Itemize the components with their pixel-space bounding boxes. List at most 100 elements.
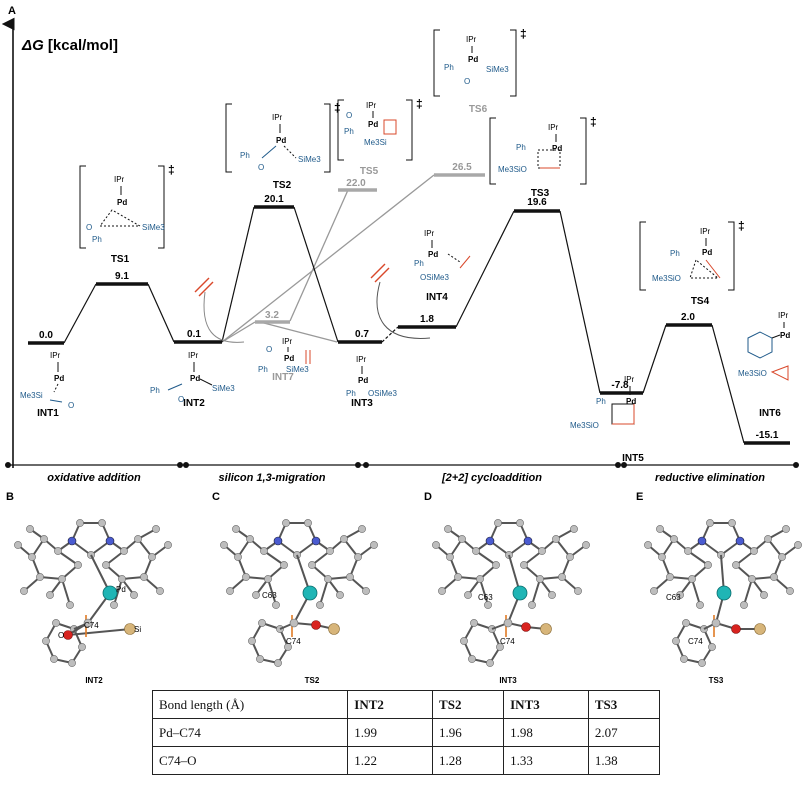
atom-label-c74-int2: C74	[84, 621, 99, 630]
svg-text:Pd: Pd	[626, 397, 636, 406]
struct-ts5: IPr Pd O Ph Me3Si	[344, 101, 397, 147]
svg-text:IPr: IPr	[778, 311, 789, 320]
label-int7: INT7	[272, 372, 294, 383]
svg-text:O: O	[68, 401, 74, 410]
svg-text:Ph: Ph	[150, 386, 160, 395]
stage-silicon-migration: silicon 1,3-migration	[219, 472, 326, 484]
table-cell: C74–O	[151, 746, 349, 775]
svg-text:Me3Si: Me3Si	[20, 391, 43, 400]
svg-text:O: O	[258, 163, 264, 172]
structure-sketches: IPr Pd Me3Si O IPr Pd O SiMe3 Ph IPr Pd …	[20, 35, 790, 430]
table-cell: 1.28	[432, 746, 505, 775]
table-cell: 1.33	[503, 746, 589, 775]
svg-text:OSiMe3: OSiMe3	[368, 389, 397, 398]
table-header: INT2	[347, 690, 434, 719]
struct-ts2: IPr Pd Ph SiMe3 O	[240, 113, 321, 172]
svg-text:Pd: Pd	[702, 248, 712, 257]
value-int3: 0.7	[355, 329, 369, 340]
svg-text:Pd: Pd	[54, 374, 64, 383]
dark-connectors	[63, 206, 745, 444]
svg-text:SiMe3: SiMe3	[486, 65, 509, 74]
struct-ts3: IPr Pd Ph Me3SiO	[498, 123, 562, 174]
label-ts6: TS6	[469, 104, 488, 115]
label-int2: INT2	[183, 398, 205, 409]
svg-text:Ph: Ph	[240, 151, 250, 160]
value-int4: 1.8	[420, 314, 434, 325]
svg-text:IPr: IPr	[114, 175, 125, 184]
model-ts2	[220, 519, 378, 667]
value-ts5: 22.0	[346, 178, 366, 189]
table-cell: Pd–C74	[151, 718, 349, 747]
svg-text:SiMe3: SiMe3	[142, 223, 165, 232]
bond-length-table-wrap: Bond length (Å) INT2 TS2 INT3 TS3 Pd–C74…	[151, 690, 661, 775]
svg-text:Pd: Pd	[190, 374, 200, 383]
struct-ts1: IPr Pd O SiMe3 Ph	[86, 175, 165, 244]
caption-int3: INT3	[499, 676, 517, 685]
svg-text:IPr: IPr	[50, 351, 61, 360]
energy-values: 0.0 9.1 0.1 20.1 3.2 22.0 26.5 0.7 1.8 1…	[39, 162, 779, 441]
svg-text:Pd: Pd	[276, 136, 286, 145]
svg-text:Me3Si: Me3Si	[364, 138, 387, 147]
svg-text:Pd: Pd	[284, 354, 294, 363]
svg-text:SiMe3: SiMe3	[298, 155, 321, 164]
svg-text:Pd: Pd	[358, 376, 368, 385]
atom-label-si: Si	[134, 625, 141, 634]
svg-text:Pd: Pd	[428, 250, 438, 259]
svg-text:Me3SiO: Me3SiO	[498, 165, 527, 174]
value-ts6: 26.5	[452, 162, 472, 173]
table-cell: 1.38	[587, 746, 661, 775]
label-ts5: TS5	[360, 166, 379, 177]
svg-text:Ph: Ph	[414, 259, 424, 268]
panel-label-a: A	[8, 5, 16, 17]
label-ts3: TS3	[531, 188, 550, 199]
svg-text:Me3SiO: Me3SiO	[738, 369, 767, 378]
svg-text:O: O	[86, 223, 92, 232]
value-ts2: 20.1	[264, 194, 284, 205]
struct-int2: IPr Pd SiMe3 Ph O	[150, 351, 235, 404]
svg-text:Ph: Ph	[346, 389, 356, 398]
svg-text:IPr: IPr	[356, 355, 367, 364]
label-int6: INT6	[759, 408, 781, 419]
model-ts3	[644, 519, 802, 667]
svg-text:Ph: Ph	[444, 63, 454, 72]
label-int1: INT1	[37, 408, 59, 419]
svg-text:IPr: IPr	[282, 337, 293, 346]
panel-label-c: C	[212, 491, 220, 503]
label-ts1: TS1	[111, 254, 130, 265]
svg-text:‡: ‡	[168, 163, 175, 177]
svg-text:OSiMe3: OSiMe3	[420, 273, 449, 282]
atom-label-pd: Pd	[116, 585, 126, 594]
ethylene-approach-curve-1	[203, 291, 245, 343]
table-cell: 1.99	[347, 718, 434, 747]
svg-text:IPr: IPr	[466, 35, 477, 44]
table-header: INT3	[503, 690, 589, 719]
stage-oxidative-addition: oxidative addition	[47, 472, 141, 484]
svg-text:SiMe3: SiMe3	[212, 384, 235, 393]
struct-int7: IPr Pd O Ph SiMe3	[258, 337, 311, 374]
atom-label-c74-ts2: C74	[286, 637, 301, 646]
panel-label-e: E	[636, 491, 643, 503]
svg-text:SiMe3: SiMe3	[286, 365, 309, 374]
label-int4: INT4	[426, 292, 448, 303]
caption-int2: INT2	[85, 676, 103, 685]
species-labels: INT1 TS1 INT2 TS2 INT7 TS5 TS6 INT3 INT4…	[37, 104, 781, 464]
svg-text:IPr: IPr	[366, 101, 377, 110]
label-int5: INT5	[622, 453, 644, 464]
table-header: TS3	[587, 690, 661, 719]
y-axis-label: ΔG [kcal/mol]	[21, 37, 118, 54]
atom-label-c63-int3: C63	[478, 593, 493, 602]
value-ts3: 19.6	[527, 197, 547, 208]
struct-ts6: IPr Pd Ph SiMe3 O	[444, 35, 509, 86]
svg-text:Pd: Pd	[117, 198, 127, 207]
svg-text:IPr: IPr	[272, 113, 283, 122]
ethylene-icons	[194, 263, 390, 297]
table-row: Pd–C74 1.99 1.96 1.98 2.07	[151, 718, 661, 747]
svg-text:Pd: Pd	[368, 120, 378, 129]
svg-text:‡: ‡	[738, 219, 745, 233]
ts-double-dagger-marks: ‡ ‡ ‡ ‡ ‡ ‡	[168, 27, 745, 233]
svg-text:‡: ‡	[590, 115, 597, 129]
ethylene-approach-curve-2	[376, 281, 431, 339]
value-int5: -7.8	[611, 380, 629, 391]
table-cell: 1.96	[432, 718, 505, 747]
energy-levels	[28, 205, 790, 445]
